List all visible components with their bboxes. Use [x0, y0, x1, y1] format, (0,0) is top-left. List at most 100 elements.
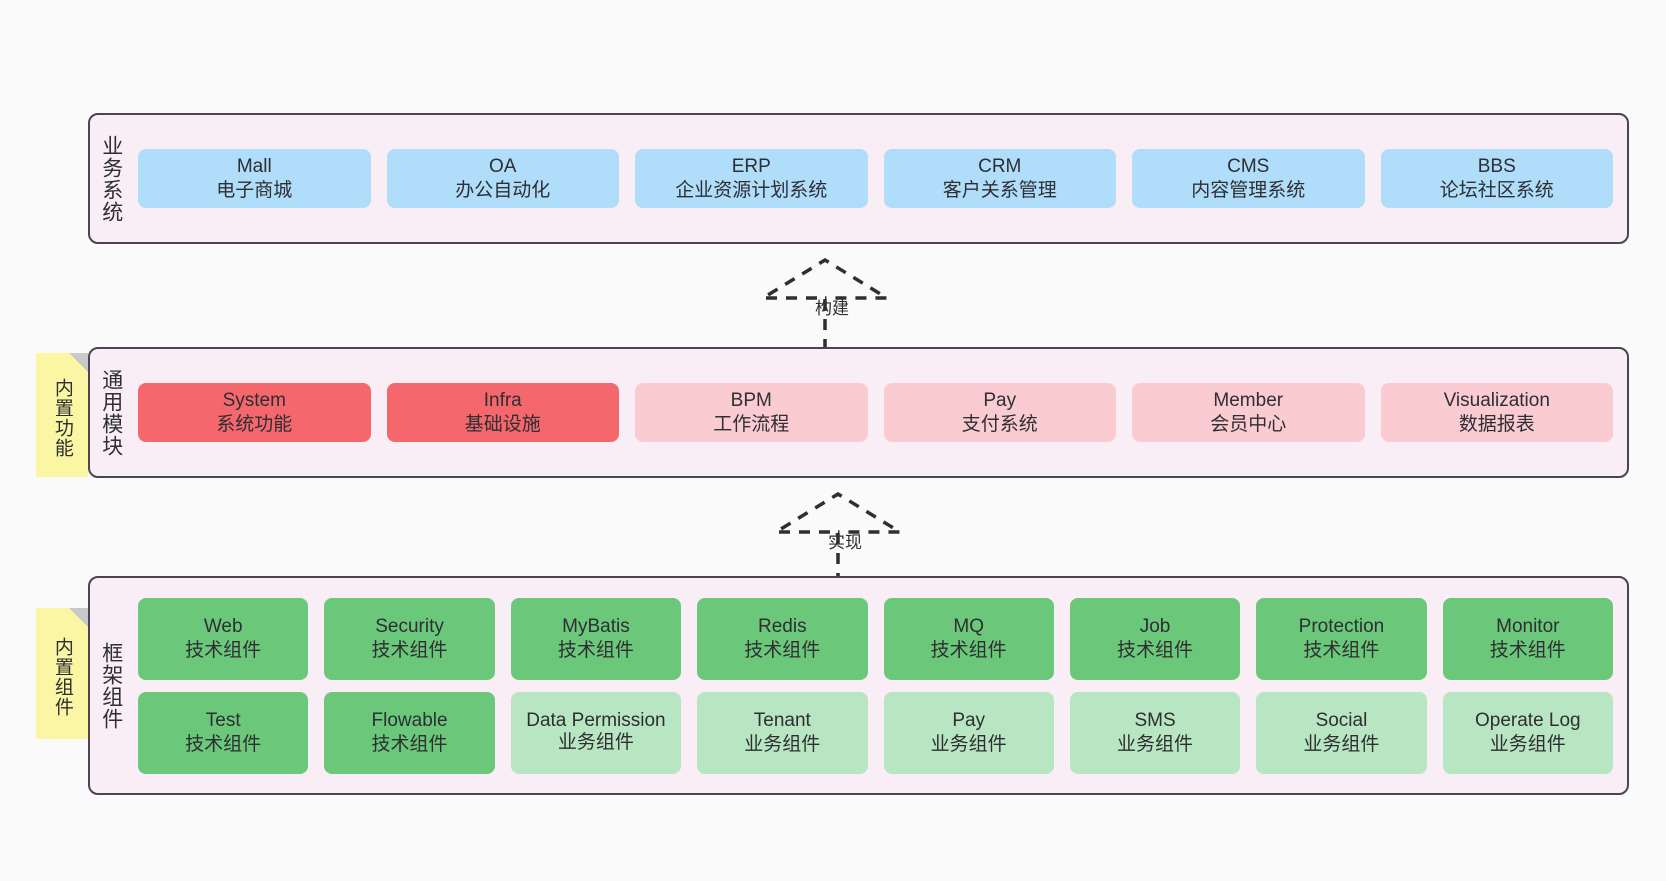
card-subtitle: 技术组件 — [930, 639, 1007, 661]
section-business-systems: 业务系统 Mall 电子商城 OA 办公自动化 ERP 企业资源计划系统 CRM… — [88, 113, 1629, 244]
card-subtitle: 工作流程 — [713, 413, 790, 435]
card-title: Monitor — [1496, 616, 1560, 638]
card-subtitle: 技术组件 — [371, 733, 448, 755]
card-subtitle: 技术组件 — [557, 639, 634, 661]
card-title: Job — [1139, 616, 1171, 638]
card-system[interactable]: System 系统功能 — [138, 383, 371, 442]
card-member[interactable]: Member 会员中心 — [1132, 383, 1365, 442]
card-mq[interactable]: MQ 技术组件 — [883, 597, 1054, 680]
tag-builtin-features: 内置功能 — [36, 353, 88, 477]
card-subtitle: 技术组件 — [1117, 639, 1194, 661]
card-subtitle: 会员中心 — [1210, 413, 1287, 435]
card-title: System — [222, 390, 286, 412]
card-title: Security — [375, 616, 444, 638]
section-body-business-systems: Mall 电子商城 OA 办公自动化 ERP 企业资源计划系统 CRM 客户关系… — [132, 115, 1627, 242]
section-label-common-modules: 通用模块 — [99, 368, 123, 457]
card-title: ERP — [731, 156, 771, 178]
tag-label: 内置功能 — [51, 378, 73, 458]
card-flowable[interactable]: Flowable 技术组件 — [324, 691, 495, 774]
card-test[interactable]: Test 技术组件 — [138, 691, 309, 774]
card-subtitle: 技术组件 — [744, 639, 821, 661]
card-infra[interactable]: Infra 基础设施 — [386, 383, 619, 442]
card-subtitle: 业务组件 — [744, 733, 821, 755]
card-mall[interactable]: Mall 电子商城 — [138, 149, 371, 208]
section-label-business-systems: 业务系统 — [99, 134, 123, 223]
connector-implement-label: 实现 — [828, 533, 862, 552]
card-subtitle: 业务组件 — [1117, 733, 1194, 755]
card-title: MQ — [953, 616, 984, 638]
card-operate-log[interactable]: Operate Log 业务组件 — [1442, 691, 1613, 774]
card-bpm[interactable]: BPM 工作流程 — [635, 383, 868, 442]
card-monitor[interactable]: Monitor 技术组件 — [1442, 597, 1613, 680]
card-subtitle: 系统功能 — [216, 413, 293, 435]
card-title: Redis — [758, 616, 807, 638]
card-title: Data Permission — [526, 709, 666, 731]
card-subtitle: 技术组件 — [185, 733, 262, 755]
card-crm[interactable]: CRM 客户关系管理 — [883, 149, 1116, 208]
card-title: Pay — [983, 390, 1017, 412]
card-bbs[interactable]: BBS 论坛社区系统 — [1380, 149, 1613, 208]
card-mybatis[interactable]: MyBatis 技术组件 — [510, 597, 682, 680]
card-subtitle: 支付系统 — [961, 413, 1038, 435]
card-title: CRM — [978, 156, 1022, 178]
card-title: Tenant — [753, 710, 811, 732]
card-title: Member — [1213, 390, 1284, 412]
card-title: Test — [205, 710, 241, 732]
card-visualization[interactable]: Visualization 数据报表 — [1380, 383, 1613, 442]
card-subtitle: 内容管理系统 — [1191, 179, 1306, 201]
card-pay[interactable]: Pay 支付系统 — [883, 383, 1116, 442]
card-title: Protection — [1298, 616, 1385, 638]
section-body-common-modules: System 系统功能 Infra 基础设施 BPM 工作流程 Pay 支付系统… — [132, 349, 1627, 476]
section-label-framework-components: 框架组件 — [99, 641, 123, 730]
card-subtitle: 电子商城 — [216, 179, 293, 201]
card-title: CMS — [1227, 156, 1270, 178]
card-subtitle: 数据报表 — [1458, 413, 1535, 435]
card-title: SMS — [1134, 710, 1176, 732]
card-row: Test 技术组件 Flowable 技术组件 Data Permission … — [138, 691, 1613, 774]
card-title: Mall — [236, 156, 272, 178]
card-title: Social — [1315, 710, 1368, 732]
card-cms[interactable]: CMS 内容管理系统 — [1132, 149, 1365, 208]
card-subtitle: 业务组件 — [930, 733, 1007, 755]
card-erp[interactable]: ERP 企业资源计划系统 — [635, 149, 868, 208]
card-subtitle: 技术组件 — [371, 639, 448, 661]
card-subtitle: 企业资源计划系统 — [675, 179, 828, 201]
card-web[interactable]: Web 技术组件 — [138, 597, 309, 680]
card-oa[interactable]: OA 办公自动化 — [386, 149, 619, 208]
card-title: OA — [489, 156, 517, 178]
card-title: Operate Log — [1474, 710, 1581, 732]
card-title: BBS — [1477, 156, 1516, 178]
card-title: Visualization — [1443, 390, 1550, 412]
card-subtitle: 业务组件 — [1489, 733, 1566, 755]
card-subtitle: 业务组件 — [1303, 733, 1380, 755]
section-common-modules: 通用模块 System 系统功能 Infra 基础设施 BPM 工作流程 Pay… — [88, 347, 1629, 478]
card-subtitle: 技术组件 — [1303, 639, 1380, 661]
card-row: Mall 电子商城 OA 办公自动化 ERP 企业资源计划系统 CRM 客户关系… — [138, 149, 1613, 208]
card-title: Web — [203, 616, 243, 638]
connector-build-label: 构建 — [815, 299, 849, 318]
card-protection[interactable]: Protection 技术组件 — [1256, 597, 1427, 680]
card-title: Pay — [952, 710, 986, 732]
card-sms[interactable]: SMS 业务组件 — [1069, 691, 1241, 774]
section-framework-components: 框架组件 Web 技术组件 Security 技术组件 MyBatis 技术组件… — [88, 576, 1629, 795]
card-pay-business[interactable]: Pay 业务组件 — [883, 691, 1054, 774]
card-subtitle: 基础设施 — [464, 413, 541, 435]
card-row: Web 技术组件 Security 技术组件 MyBatis 技术组件 Redi… — [138, 597, 1613, 680]
card-title: MyBatis — [562, 616, 630, 638]
card-data-permission[interactable]: Data Permission 业务组件 — [510, 691, 682, 774]
card-subtitle: 论坛社区系统 — [1439, 179, 1554, 201]
card-security[interactable]: Security 技术组件 — [324, 597, 495, 680]
card-subtitle: 技术组件 — [1489, 639, 1566, 661]
card-subtitle: 办公自动化 — [455, 179, 551, 201]
card-title: BPM — [730, 390, 772, 412]
card-title: Infra — [483, 390, 522, 412]
card-social[interactable]: Social 业务组件 — [1256, 691, 1427, 774]
section-body-framework-components: Web 技术组件 Security 技术组件 MyBatis 技术组件 Redi… — [132, 578, 1627, 793]
card-redis[interactable]: Redis 技术组件 — [697, 597, 868, 680]
card-subtitle: 技术组件 — [185, 639, 262, 661]
card-tenant[interactable]: Tenant 业务组件 — [697, 691, 868, 774]
card-row: System 系统功能 Infra 基础设施 BPM 工作流程 Pay 支付系统… — [138, 383, 1613, 442]
card-job[interactable]: Job 技术组件 — [1069, 597, 1241, 680]
tag-label: 内置组件 — [51, 636, 73, 717]
